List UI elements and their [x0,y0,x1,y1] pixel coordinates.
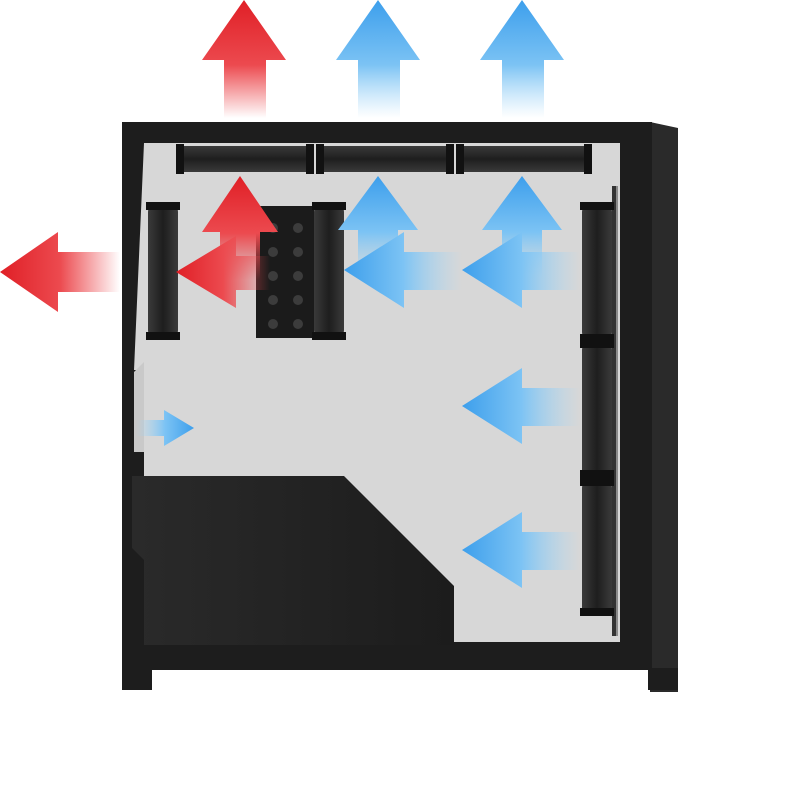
intake-arrow-upper-middle [344,232,462,308]
exhaust-arrow-top [202,0,286,118]
top-exhaust-arrow-2 [336,0,420,118]
intake-arrow-lower-front [462,512,580,588]
front-fan-3 [580,478,614,616]
psu-shroud [132,476,454,645]
front-fans [580,202,614,616]
case-foot-right [648,668,678,690]
exhaust-arrow-rear [0,232,120,312]
rear-fan [146,202,180,340]
intake-arrow-middle-front [462,368,580,444]
front-rail-highlight [616,186,618,636]
top-fans [176,144,592,174]
top-fan-1 [176,144,314,174]
top-fan-2 [316,144,454,174]
intake-arrows [136,0,580,588]
case-side-panel [650,122,678,692]
intake-arrow-upper-front [462,232,580,308]
top-exhaust-arrow-3 [480,0,564,118]
cooler-fan [312,202,346,340]
top-fan-3 [456,144,592,174]
rear-io-intake-arrow [136,410,194,446]
heat-arrow-internal-left [176,236,270,308]
front-fan-2 [580,340,614,478]
front-rail [612,186,618,636]
front-fan-1 [580,202,614,342]
exhaust-arrows [0,0,286,312]
case-foot-left [122,668,152,690]
